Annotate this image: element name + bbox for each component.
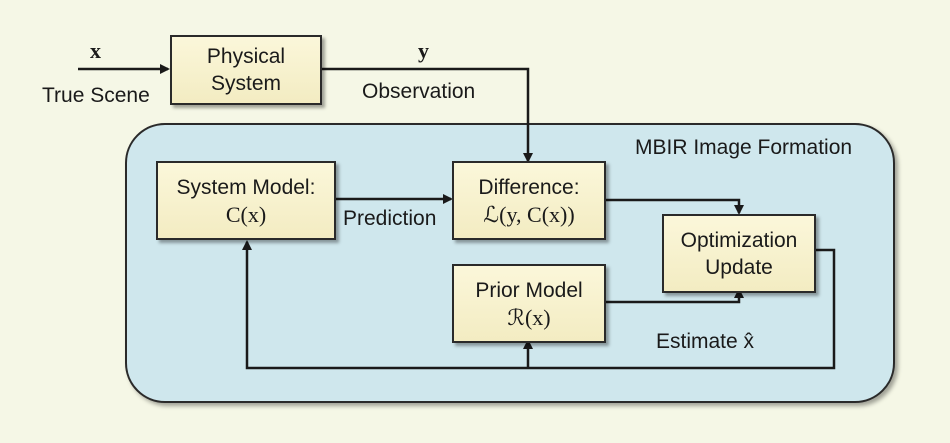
arrow-difference-to-opt: [604, 198, 744, 215]
true-scene-label: True Scene: [42, 84, 150, 107]
difference-line1: Difference:: [478, 175, 580, 199]
physical-system-line2: System: [210, 72, 281, 95]
prior-model-formula: ℛ(x): [507, 304, 551, 330]
prediction-label: Prediction: [343, 207, 437, 230]
physical-system-box: Physical System: [170, 35, 322, 105]
system-model-formula: C(x): [225, 201, 267, 227]
y-symbol: y: [418, 38, 429, 63]
system-model-line1: System Model:: [176, 175, 316, 199]
optimization-box: Optimization Update: [662, 214, 816, 293]
panel-title: MBIR Image Formation: [635, 136, 853, 159]
physical-system-line1: Physical: [206, 45, 286, 68]
prior-model-line1: Prior Model: [475, 278, 583, 302]
optimization-line1: Optimization: [680, 228, 798, 252]
system-model-box: System Model: C(x): [156, 161, 336, 240]
estimate-label: Estimate x̂: [656, 330, 755, 353]
prior-model-box: Prior Model ℛ(x): [452, 264, 606, 343]
difference-formula: ℒ(y, C(x)): [483, 201, 575, 227]
x-symbol: x: [90, 38, 101, 63]
observation-label: Observation: [362, 80, 476, 103]
optimization-line2: Update: [705, 255, 773, 279]
feedback-loop: [242, 240, 836, 370]
arrow-prior-to-opt: [604, 288, 744, 304]
difference-box: Difference: ℒ(y, C(x)): [452, 161, 606, 240]
arrow-observation: [320, 67, 533, 163]
